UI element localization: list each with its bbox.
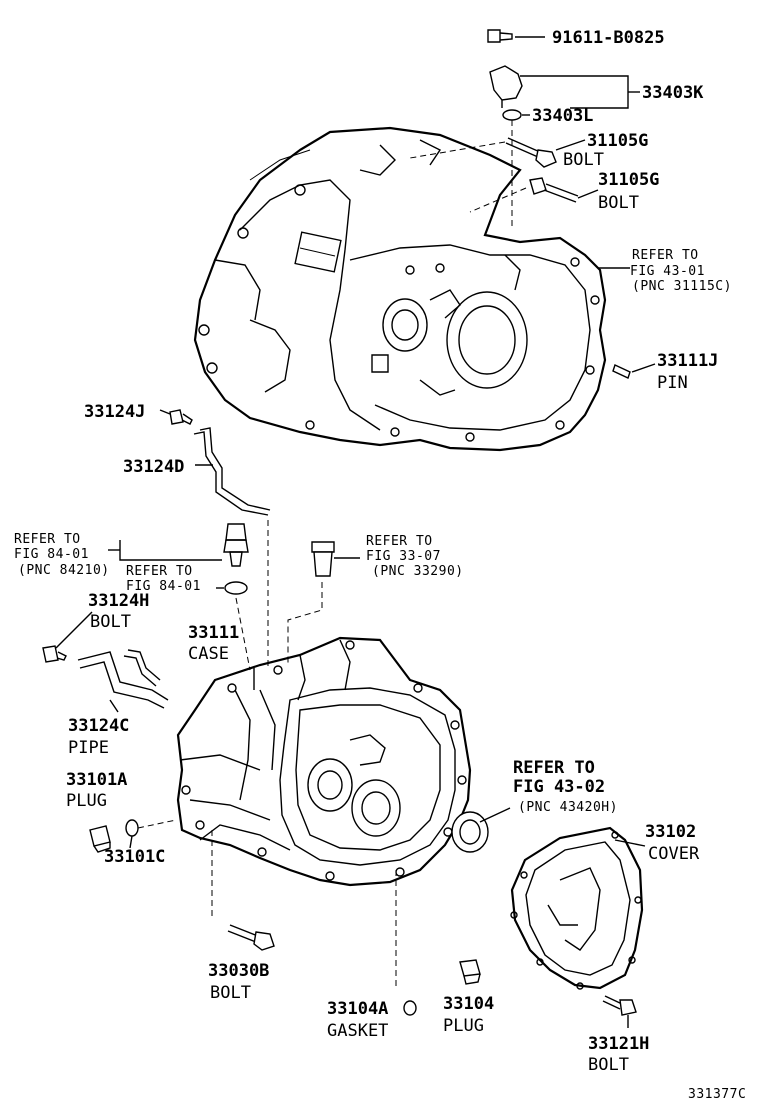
speed-sensor-sleeve-icon [489, 65, 523, 121]
label-33111: 33111 [188, 623, 239, 643]
label-33101A: 33101A [66, 770, 127, 790]
label-33104: 33104 [443, 994, 494, 1014]
label-33101A-desc: PLUG [66, 791, 107, 811]
label-31105G-b: 31105G [598, 170, 659, 190]
label-33104-desc: PLUG [443, 1016, 484, 1036]
label-33111J: 33111J [657, 351, 718, 371]
pipe-33124D-icon [193, 427, 271, 516]
ref-43-02-line1: REFER TO [513, 758, 595, 778]
ref-84-01a-line3: (PNC 84210) [18, 563, 110, 578]
ref-43-01-line3: (PNC 31115C) [632, 279, 732, 294]
switch-84210-icon [223, 523, 249, 567]
label-33102-desc: COVER [648, 844, 700, 864]
label-33121H-desc: BOLT [588, 1055, 629, 1075]
gasket-33101C-icon [125, 819, 139, 837]
bolt-33121H-icon [602, 995, 637, 1016]
label-33030B: 33030B [208, 961, 269, 981]
label-33111J-desc: PIN [657, 373, 688, 393]
label-31105G-a: 31105G [587, 131, 648, 151]
transmission-case-drawing [176, 636, 489, 887]
label-33124H: 33124H [88, 591, 149, 611]
bolt-91611-icon [487, 29, 513, 43]
label-33403L: 33403L [532, 106, 593, 126]
bolt-31105G-b-icon [529, 177, 579, 203]
label-33124J: 33124J [84, 402, 145, 422]
label-33030B-desc: BOLT [210, 983, 251, 1003]
ref-43-01-line2: FIG 43-01 [630, 264, 705, 279]
ref-84-01b-line2: FIG 84-01 [126, 579, 201, 594]
bolt-33030B-icon [227, 924, 275, 951]
ref-84-01a-line1: REFER TO [14, 532, 81, 547]
plug-33101A-icon [89, 825, 111, 853]
sleeve-33290-icon [311, 541, 335, 577]
pipe-33124C-icon [77, 649, 169, 709]
gasket-33104A-icon [403, 1000, 417, 1016]
plug-33104-icon [459, 959, 481, 985]
label-33101C: 33101C [104, 847, 165, 867]
label-31105G-b-desc: BOLT [598, 193, 639, 213]
gasket-84-01-icon [224, 581, 248, 595]
ref-43-02-line3: (PNC 43420H) [518, 800, 618, 815]
ref-33-07-line2: FIG 33-07 [366, 549, 441, 564]
label-33403K: 33403K [642, 83, 704, 103]
pin-33111J-icon [612, 364, 631, 379]
label-33111-desc: CASE [188, 644, 229, 664]
plug-33124J-icon [169, 409, 193, 425]
label-91611-B0825: 91611-B0825 [552, 28, 665, 48]
ref-43-02-line2: FIG 43-02 [513, 777, 605, 797]
bolt-31105G-a-icon [505, 137, 557, 168]
label-31105G-a-desc: BOLT [563, 150, 604, 170]
label-33124C-desc: PIPE [68, 738, 109, 758]
ref-43-01-line1: REFER TO [632, 248, 699, 263]
transaxle-housing-drawing [193, 126, 607, 452]
label-33102: 33102 [645, 822, 696, 842]
label-33124D: 33124D [123, 457, 184, 477]
ref-84-01b-line1: REFER TO [126, 564, 193, 579]
ref-84-01a-line2: FIG 84-01 [14, 547, 89, 562]
label-33124C: 33124C [68, 716, 129, 736]
diagram-id: 331377C [688, 1087, 746, 1102]
label-33104A: 33104A [327, 999, 388, 1019]
bolt-33124H-icon [42, 645, 67, 663]
label-33124H-desc: BOLT [90, 612, 131, 632]
label-33121H: 33121H [588, 1034, 649, 1054]
ref-33-07-line3: (PNC 33290) [372, 564, 464, 579]
label-33104A-desc: GASKET [327, 1021, 388, 1041]
ref-33-07-line1: REFER TO [366, 534, 433, 549]
cover-33102-drawing [510, 826, 644, 990]
